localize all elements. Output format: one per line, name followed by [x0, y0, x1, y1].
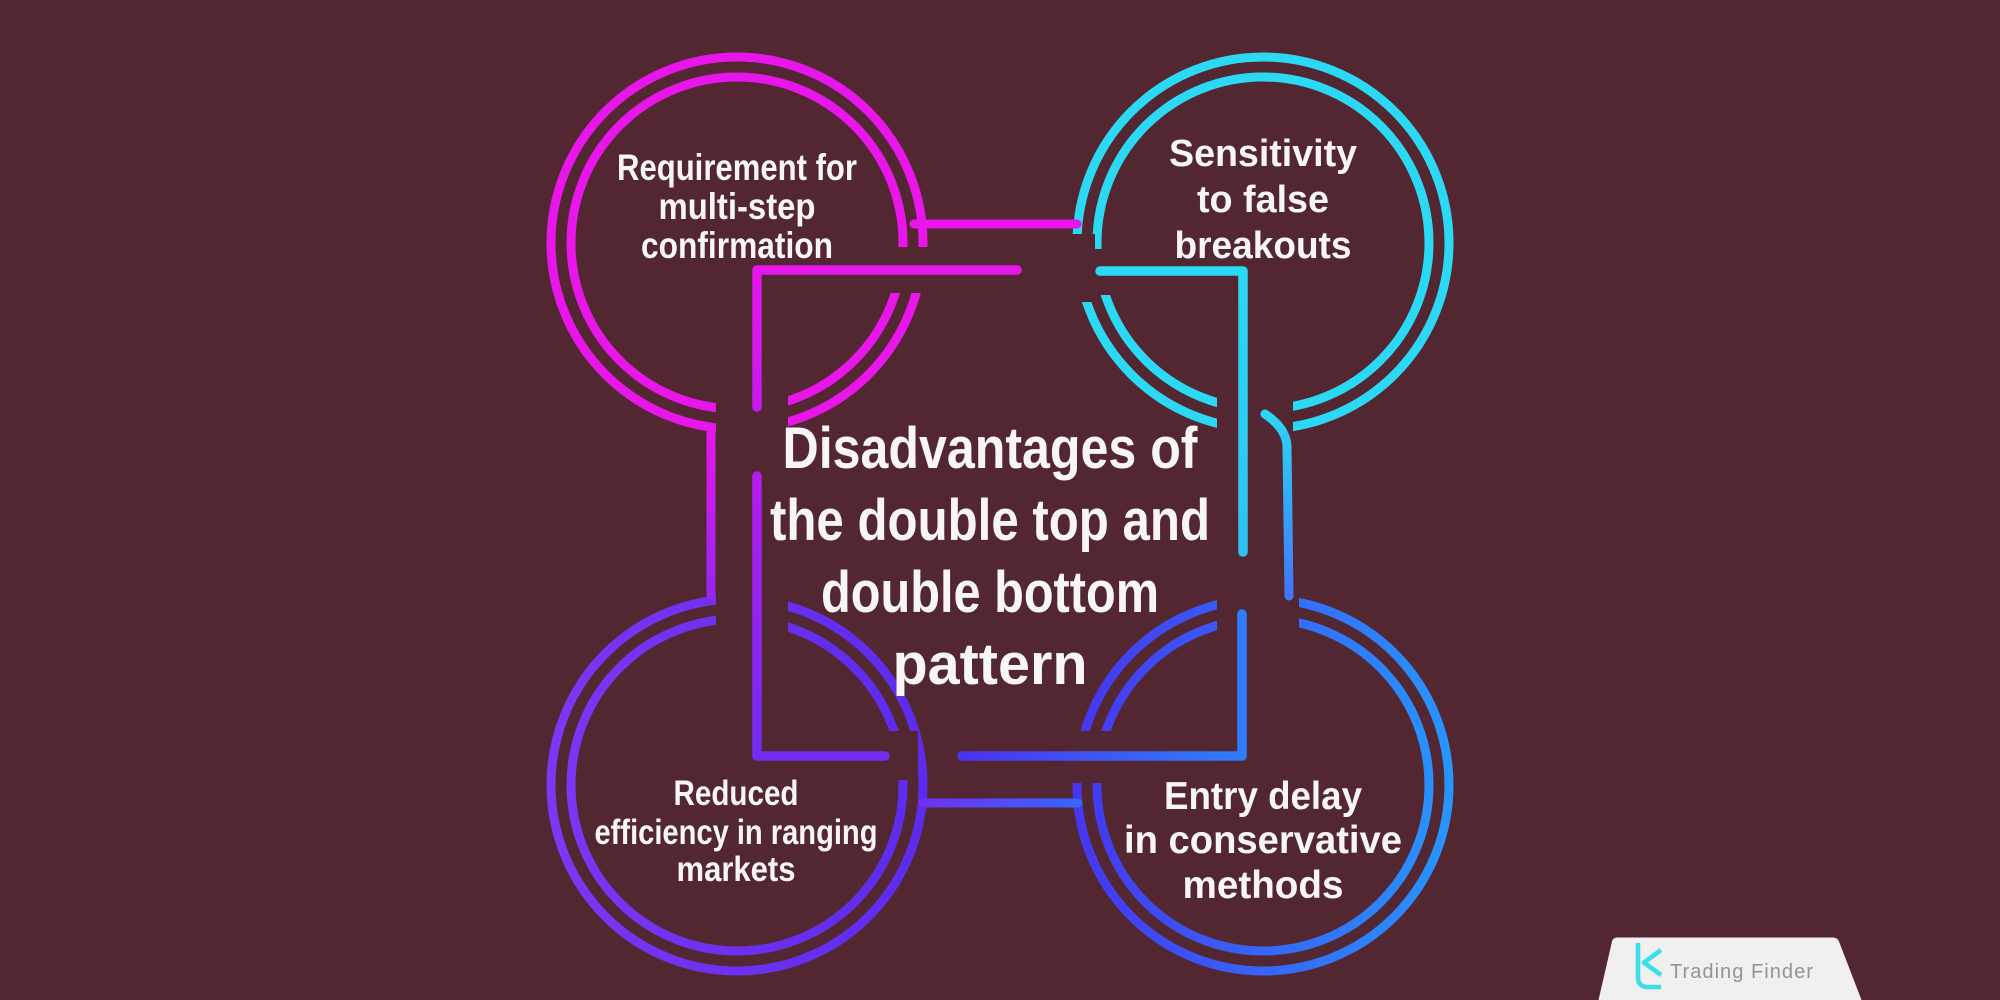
node-label-top-right: Sensitivity to false breakouts: [1169, 133, 1357, 267]
title-line: the double top and: [770, 488, 1210, 553]
logo-icon-stroke: [1641, 948, 1663, 977]
center-title: Disadvantages of the double top and doub…: [770, 416, 1210, 697]
node-label-line: in conservative: [1124, 819, 1402, 862]
elbow-line-top-left: [752, 265, 1022, 412]
badge-background: [1598, 937, 1862, 1000]
node-label-line: Entry delay: [1164, 775, 1362, 818]
node-label-line: Requirement for: [617, 147, 857, 188]
node-labels: Requirement for multi-step confirmation …: [595, 133, 1403, 907]
node-label-line: multi-step: [659, 186, 816, 227]
node-label-line: markets: [677, 850, 796, 889]
node-label-line: to false: [1197, 179, 1329, 221]
trading-finder-logo-icon: [1635, 943, 1663, 990]
center-elbow-lines: [752, 265, 1248, 761]
brand-badge: Trading Finder: [1598, 937, 1862, 1000]
title-line: Disadvantages of: [783, 416, 1199, 481]
node-label-line: Reduced: [674, 774, 799, 813]
node-label-line: breakouts: [1175, 225, 1352, 267]
elbow-line-bottom-right: [957, 609, 1247, 761]
title-line: double bottom: [821, 560, 1159, 625]
node-label-line: efficiency in ranging: [595, 813, 878, 852]
node-label-top-left: Requirement for multi-step confirmation: [617, 147, 857, 266]
connector-right: [1260, 409, 1294, 601]
node-label-bottom-left: Reduced efficiency in ranging markets: [595, 774, 878, 889]
brand-name: Trading Finder: [1670, 961, 1814, 983]
node-label-bottom-right: Entry delay in conservative methods: [1124, 775, 1402, 907]
elbow-line-bottom-left: [752, 471, 890, 761]
title-line: pattern: [893, 632, 1088, 697]
outer-connectors: [706, 219, 1294, 808]
node-label-line: Sensitivity: [1169, 133, 1357, 175]
node-label-line: confirmation: [641, 225, 833, 266]
elbow-line-top-right: [1095, 266, 1248, 557]
node-label-line: methods: [1183, 864, 1344, 907]
logo-icon-stroke: [1635, 943, 1661, 990]
